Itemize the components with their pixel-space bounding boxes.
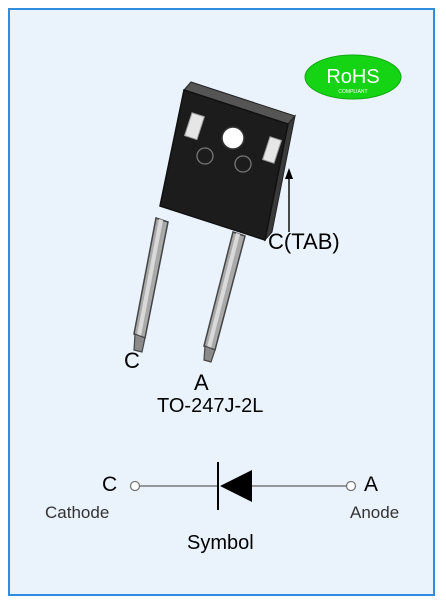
package-body — [159, 81, 296, 242]
rohs-badge: RoHS COMPLIANT — [304, 54, 402, 100]
package-name: TO-247J-2L — [157, 395, 264, 417]
pin-c-label: C — [124, 348, 140, 373]
anode-letter: A — [364, 473, 379, 496]
anode-terminal — [345, 480, 357, 492]
rohs-subtext: COMPLIANT — [338, 89, 367, 95]
tab-arrow — [285, 168, 293, 232]
diode-triangle — [220, 470, 252, 502]
cathode-terminal — [129, 480, 141, 492]
pin-a-label: A — [194, 370, 209, 395]
cathode-text: Cathode — [45, 503, 110, 522]
cathode-letter: C — [102, 473, 118, 496]
symbol-caption: Symbol — [187, 532, 254, 554]
diode-symbol — [129, 462, 357, 510]
package-leads — [133, 217, 246, 363]
anode-text: Anode — [350, 503, 400, 522]
tab-label: C(TAB) — [268, 229, 340, 254]
rohs-text: RoHS — [326, 66, 379, 88]
